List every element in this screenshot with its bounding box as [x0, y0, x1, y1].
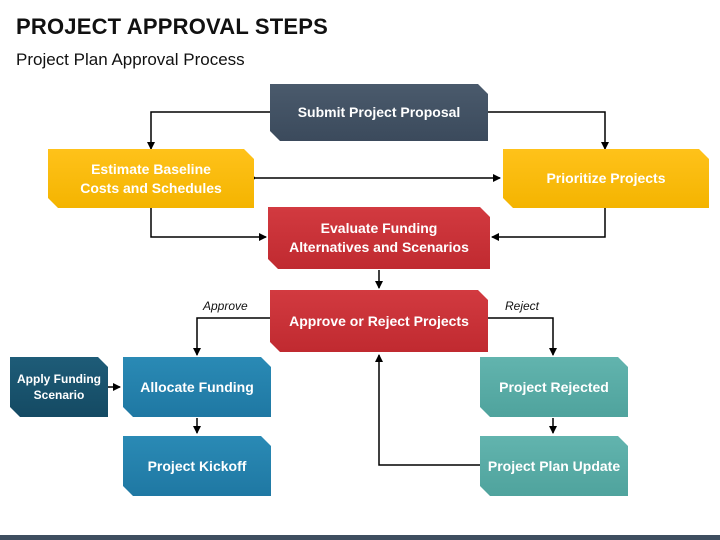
node-label: Apply Funding Scenario [17, 371, 101, 402]
connector-reject-rejected [488, 317, 557, 356]
page-title: PROJECT APPROVAL STEPS [16, 14, 329, 39]
connector-submit-estimate [147, 111, 270, 150]
connector-update-approve [375, 354, 480, 466]
node-apply-funding-scenario: Apply Funding Scenario [10, 357, 108, 417]
node-label: Allocate Funding [140, 378, 254, 395]
page-subtitle: Project Plan Approval Process [16, 50, 245, 69]
connector-estimate-evaluate [150, 208, 267, 241]
node-project-plan-update: Project Plan Update [480, 436, 628, 496]
connector-submit-prioritize [488, 111, 609, 150]
node-label: Project Rejected [499, 378, 609, 395]
node-project-rejected: Project Rejected [480, 357, 628, 417]
node-label: Prioritize Projects [546, 170, 666, 187]
node-label: Submit Project Proposal [297, 104, 461, 121]
node-prioritize-projects: Prioritize Projects [503, 149, 709, 208]
node-label: Evaluate Funding Alternatives and Scenar… [289, 220, 469, 255]
node-evaluate-funding: Evaluate Funding Alternatives and Scenar… [268, 207, 490, 269]
connector-approve-allocate [193, 317, 270, 356]
node-label: Estimate Baseline Costs and Schedules [80, 160, 222, 196]
connector-prioritize-evaluate [491, 208, 606, 241]
node-allocate-funding: Allocate Funding [123, 357, 271, 417]
node-submit-project-proposal: Submit Project Proposal [270, 84, 488, 141]
node-label: Approve or Reject Projects [289, 312, 469, 329]
footer-bar [0, 535, 720, 540]
node-project-kickoff: Project Kickoff [123, 436, 271, 496]
node-label: Project Kickoff [147, 457, 247, 474]
edge-label-reject: Reject [505, 299, 540, 313]
node-approve-or-reject: Approve or Reject Projects [270, 290, 488, 352]
node-estimate-baseline: Estimate Baseline Costs and Schedules [48, 149, 254, 208]
edge-label-approve: Approve [203, 299, 248, 313]
node-label: Project Plan Update [487, 457, 621, 474]
